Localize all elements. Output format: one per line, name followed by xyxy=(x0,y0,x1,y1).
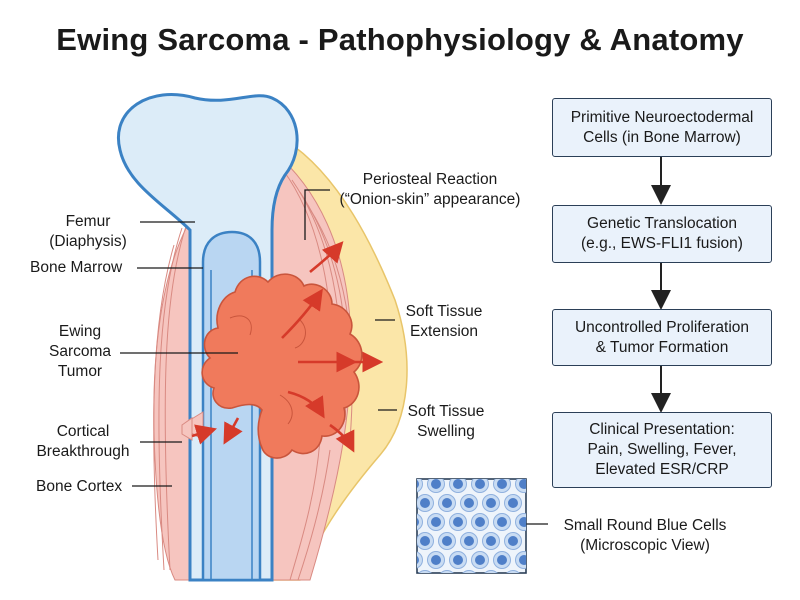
cell-nucleus xyxy=(519,517,526,527)
cell-nucleus xyxy=(417,480,419,488)
tumor-texture xyxy=(279,394,293,425)
cell-nucleus xyxy=(486,498,496,508)
invasion-arrow xyxy=(309,241,344,273)
cell-nucleus xyxy=(464,536,474,546)
cell-cytoplasm xyxy=(462,570,476,573)
label-microscopic-view: Small Round Blue Cells(Microscopic View) xyxy=(563,517,727,554)
cell-nucleus xyxy=(431,555,441,565)
cell-cytoplasm xyxy=(417,551,423,569)
cell-nucleus xyxy=(497,479,507,489)
microscopic-view xyxy=(416,478,527,584)
page-title: Ewing Sarcoma - Pathophysiology & Anatom… xyxy=(56,22,744,57)
cell-nucleus xyxy=(497,517,507,527)
cell-nucleus xyxy=(453,517,463,527)
label-periosteal-reaction: Periosteal Reaction(“Onion-skin” appeara… xyxy=(339,171,521,208)
cell-nucleus xyxy=(431,479,441,489)
breakthrough-tissue xyxy=(181,417,193,441)
cell-nucleus xyxy=(475,479,485,489)
cell-nucleus xyxy=(508,536,518,546)
cell-nucleus xyxy=(464,574,474,584)
cell-cytoplasm xyxy=(506,570,520,573)
cell-nucleus xyxy=(519,555,526,565)
cell-nucleus xyxy=(486,574,496,584)
invasion-arrow xyxy=(223,417,243,445)
cell-nucleus xyxy=(475,517,485,527)
cell-nucleus xyxy=(508,498,518,508)
cell-nucleus xyxy=(497,555,507,565)
invasion-arrow xyxy=(191,424,217,445)
leader-periosteal xyxy=(304,189,330,240)
cell-cytoplasm xyxy=(418,570,432,573)
cell-nucleus xyxy=(431,517,441,527)
label-bone-cortex: Bone Cortex xyxy=(36,478,123,495)
invasion-arrow xyxy=(329,423,355,453)
cell-cluster xyxy=(417,479,526,584)
invasion-arrows xyxy=(191,241,384,453)
cell-nucleus xyxy=(464,498,474,508)
cell-nucleus xyxy=(417,518,419,526)
cell-nucleus xyxy=(453,479,463,489)
cell-nucleus xyxy=(442,498,452,508)
leader-lines xyxy=(120,189,548,525)
tumor-texture xyxy=(294,319,306,349)
flow-box-clinical-presentation: Clinical Presentation:Pain, Swelling, Fe… xyxy=(552,412,772,488)
cell-nucleus xyxy=(420,574,430,584)
invasion-arrow xyxy=(281,288,323,339)
cell-cytoplasm xyxy=(417,513,423,531)
cell-nucleus xyxy=(442,536,452,546)
cell-nucleus xyxy=(453,555,463,565)
cell-nucleus xyxy=(486,536,496,546)
flow-box-proliferation: Uncontrolled Proliferation& Tumor Format… xyxy=(552,309,772,366)
cell-cytoplasm xyxy=(417,479,423,493)
cell-nucleus xyxy=(420,536,430,546)
cell-nucleus xyxy=(475,555,485,565)
cell-cytoplasm xyxy=(484,570,498,573)
invasion-arrow xyxy=(287,390,325,419)
cell-nucleus xyxy=(417,556,419,564)
cell-nucleus xyxy=(420,498,430,508)
label-bone-marrow: Bone Marrow xyxy=(30,259,123,276)
flow-box-genetic-translocation: Genetic Translocation(e.g., EWS-FLI1 fus… xyxy=(552,205,772,263)
cell-nucleus xyxy=(519,479,526,489)
tumor-texture xyxy=(229,315,252,336)
cell-cytoplasm xyxy=(440,570,454,573)
label-femur: Femur(Diaphysis) xyxy=(49,213,127,250)
cell-nucleus xyxy=(442,574,452,584)
cell-nucleus xyxy=(508,574,518,584)
